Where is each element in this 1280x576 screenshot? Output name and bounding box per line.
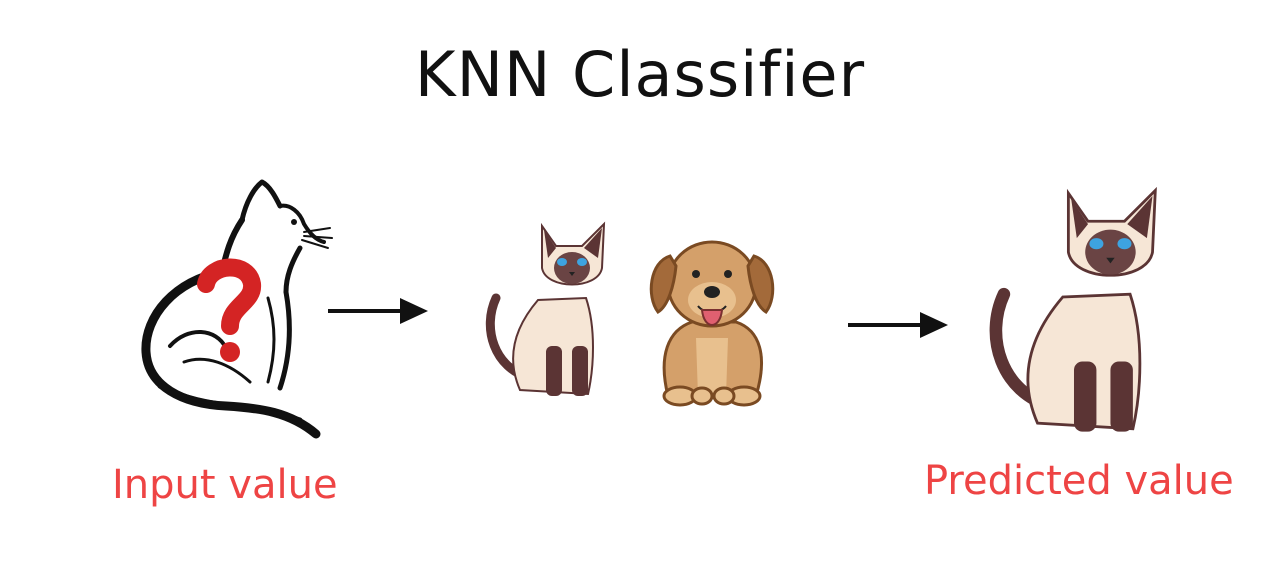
predicted-value-label: Predicted value [924,458,1234,504]
input-cat-question-icon [141,179,333,439]
siamese-cat-icon [485,221,606,396]
predicted-siamese-cat-icon [989,186,1157,432]
arrow-right-icon [848,312,948,338]
arrow-right-icon [328,298,428,324]
diagram-title: KNN Classifier [414,38,866,111]
input-value-label: Input value [112,462,338,508]
puppy-icon [649,240,775,407]
